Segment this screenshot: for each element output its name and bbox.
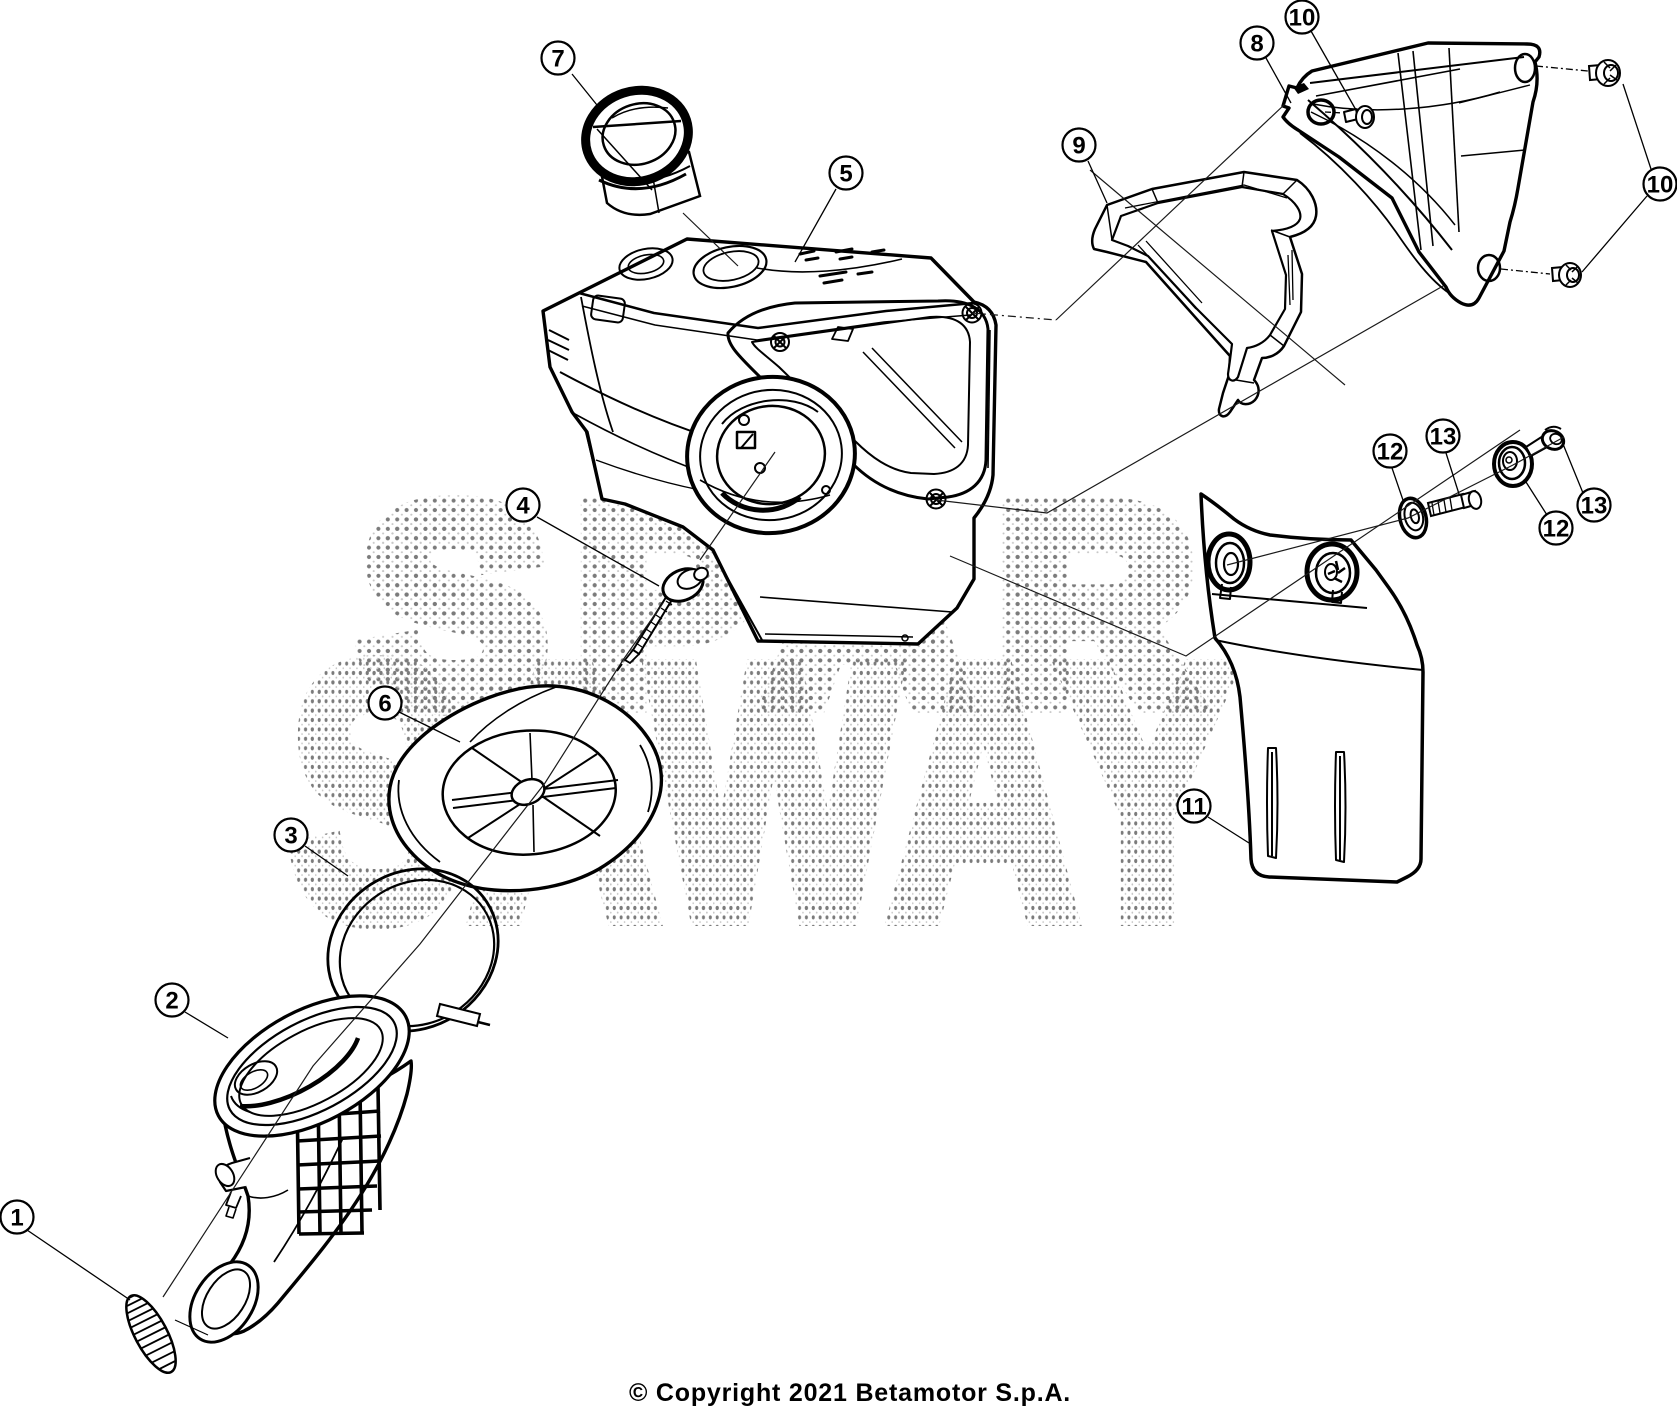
svg-text:13: 13 <box>1430 424 1457 451</box>
svg-text:2: 2 <box>165 988 178 1015</box>
svg-text:8: 8 <box>1250 31 1263 58</box>
svg-text:10: 10 <box>1647 172 1674 199</box>
svg-text:9: 9 <box>1072 133 1085 160</box>
svg-text:13: 13 <box>1581 493 1608 520</box>
svg-text:3: 3 <box>284 823 297 850</box>
svg-text:10: 10 <box>1289 5 1316 32</box>
svg-text:12: 12 <box>1377 439 1404 466</box>
svg-text:6: 6 <box>378 691 391 718</box>
svg-text:7: 7 <box>551 46 564 73</box>
svg-text:5: 5 <box>839 161 852 188</box>
svg-text:11: 11 <box>1181 794 1206 821</box>
svg-text:12: 12 <box>1543 516 1570 543</box>
svg-text:4: 4 <box>516 493 530 520</box>
svg-text:© Copyright 2021 Betamotor S.p: © Copyright 2021 Betamotor S.p.A. <box>629 1379 1071 1407</box>
svg-text:1: 1 <box>10 1205 23 1232</box>
